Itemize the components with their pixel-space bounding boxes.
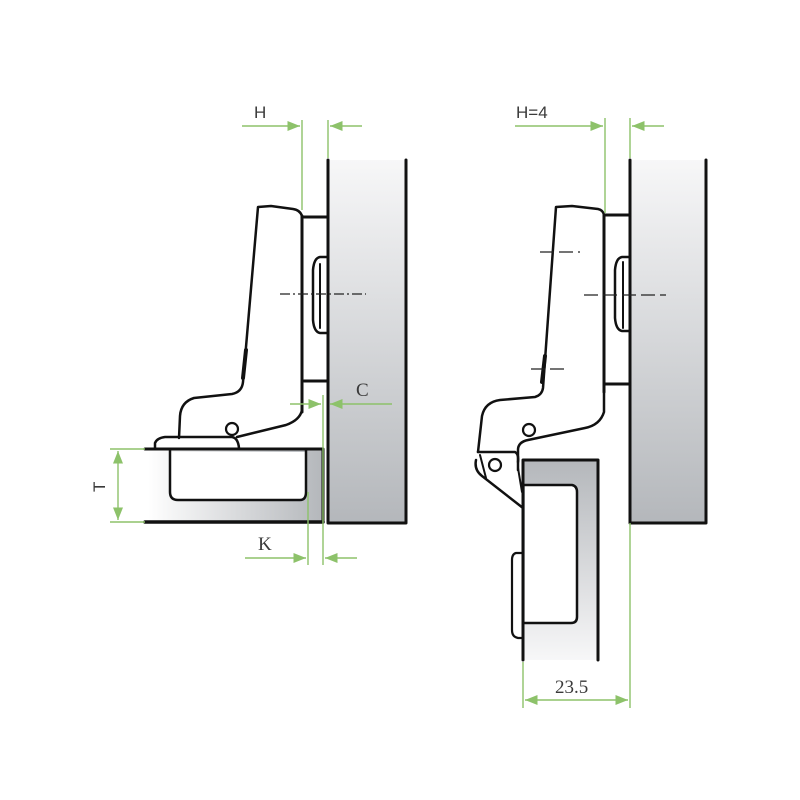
dimension-c: C <box>290 380 392 565</box>
hinge-arm <box>177 204 304 440</box>
cabinet-side-panel <box>326 158 408 525</box>
dimension-t: T <box>90 448 145 523</box>
mounting-plate <box>302 215 330 383</box>
label-t: T <box>90 482 109 492</box>
left-view: H C K T <box>90 103 408 565</box>
right-view: H=4 23.5 <box>474 103 708 708</box>
dimension-h: H <box>242 103 362 210</box>
dimension-k: K <box>245 492 357 565</box>
label-k: K <box>258 534 272 555</box>
door-panel-open <box>510 458 600 662</box>
label-c: C <box>356 380 369 401</box>
label-width: 23.5 <box>555 677 588 698</box>
cabinet-side-panel-right <box>628 158 708 525</box>
door-panel <box>143 435 325 524</box>
hinge-arm-right <box>474 204 606 510</box>
mounting-plate-right <box>603 213 632 386</box>
label-h4: H=4 <box>516 103 548 122</box>
dimension-width: 23.5 <box>522 523 631 708</box>
dimension-h4: H=4 <box>515 103 664 213</box>
label-h: H <box>254 103 266 122</box>
